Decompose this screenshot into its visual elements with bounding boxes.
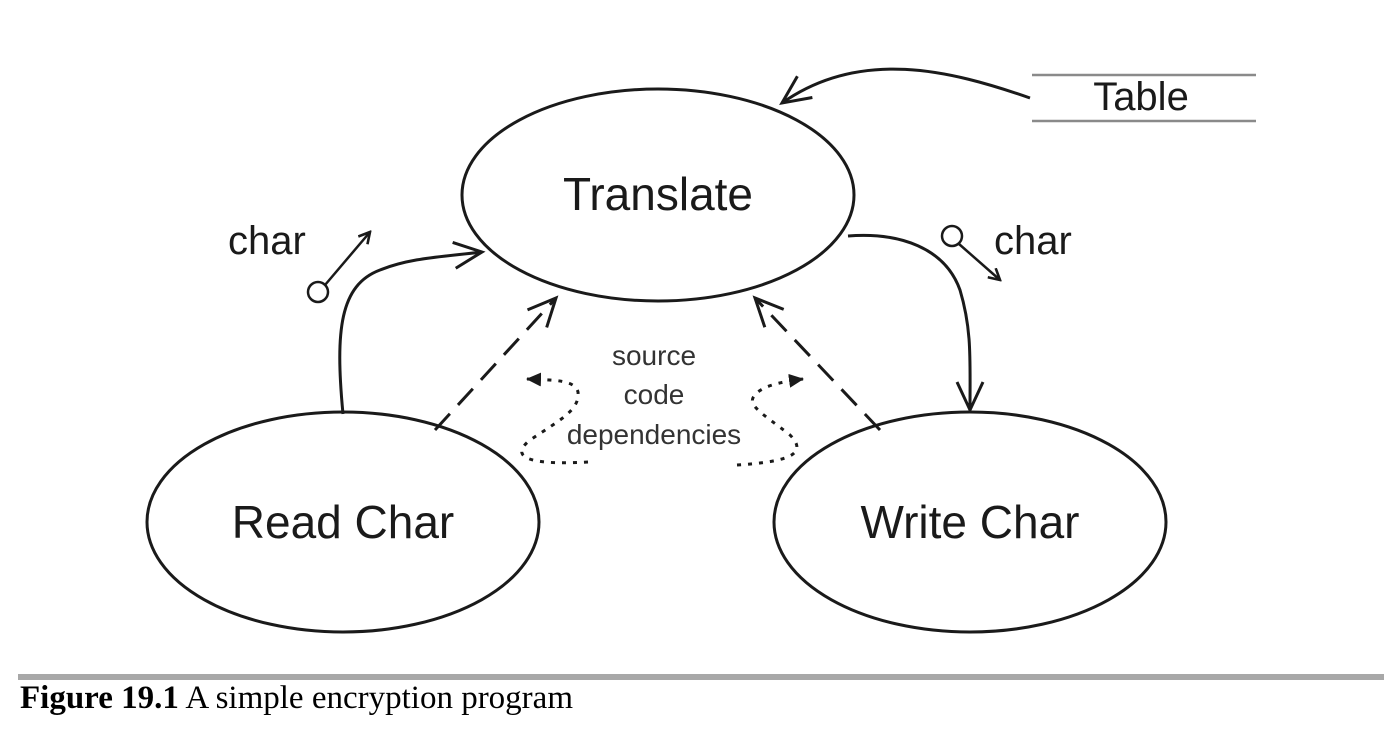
table-to-translate-arrow (779, 67, 1031, 106)
caption-rule (18, 674, 1384, 680)
table-label: Table (1093, 75, 1189, 119)
note-line-code: code (624, 379, 685, 410)
char-in-couple-arrow (324, 232, 370, 286)
figure-caption-text: A simple encryption program (178, 680, 573, 716)
read-dependency-arrow (433, 295, 559, 432)
read-to-translate-flow (338, 240, 486, 415)
char-out-couple-arrow (958, 243, 1000, 280)
translate-label: Translate (563, 168, 753, 220)
write-char-label: Write Char (861, 496, 1080, 548)
char-out-couple-icon (940, 224, 964, 248)
note-pointer-right (736, 373, 804, 467)
figure-caption: Figure 19.1 A simple encryption program (20, 680, 573, 717)
encryption-diagram: Translate Read Char Write Char Table cha… (145, 67, 1256, 634)
translate-to-write-flow (847, 233, 985, 414)
char-out-label: char (994, 219, 1072, 263)
char-in-label: char (228, 219, 306, 263)
note-line-dependencies: dependencies (567, 419, 741, 450)
figure-number: Figure 19.1 (20, 680, 179, 716)
translate-node (460, 87, 856, 303)
char-in-couple-icon (306, 280, 330, 304)
write-dependency-arrow (752, 295, 882, 432)
note-line-source: source (612, 340, 696, 371)
read-char-label: Read Char (232, 496, 454, 548)
